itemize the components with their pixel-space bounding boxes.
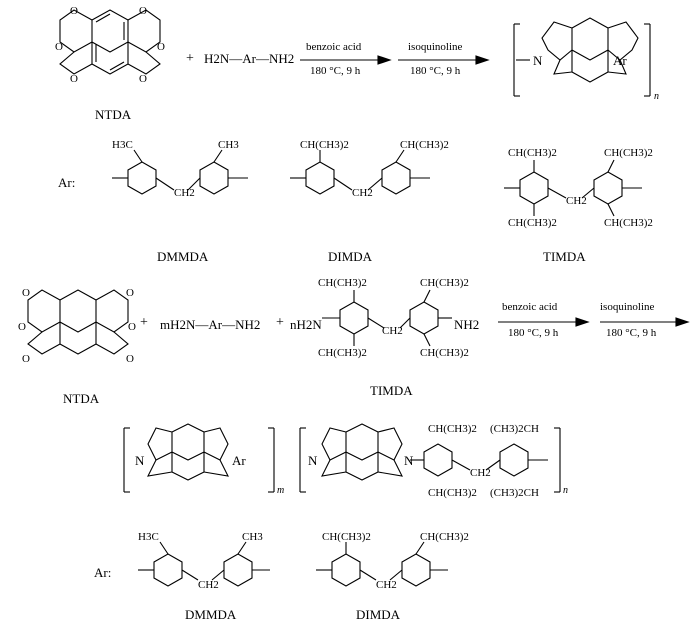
step2-condition: 180 °C, 9 h	[410, 65, 461, 77]
copolymer-n: n	[563, 485, 568, 496]
dimda-structure-1	[290, 149, 430, 195]
step3-reagent: benzoic acid	[502, 301, 558, 313]
copolymer-ar: Ar	[232, 453, 246, 468]
step1-reagent: benzoic acid	[306, 41, 362, 53]
timda-sub-br: CH(CH3)2	[604, 217, 653, 229]
dimda-label-1: DIMDA	[328, 249, 373, 264]
copolyimide-structure	[123, 423, 561, 493]
timda-label-2: TIMDA	[370, 383, 413, 398]
dimda2-sub-left: CH(CH3)2	[322, 531, 371, 543]
polymer-subscript-n: n	[654, 91, 659, 102]
ntda-label-2: NTDA	[63, 391, 100, 406]
m-diamine-formula: mH2N—Ar—NH2	[160, 317, 261, 332]
timda2-sub-bl: CH(CH3)2	[318, 347, 367, 359]
dimda2-bridge: CH2	[376, 579, 397, 591]
dimda-sub-right: CH(CH3)2	[400, 139, 449, 151]
svg-text:O: O	[18, 321, 26, 333]
svg-text:O: O	[126, 287, 134, 299]
copolymer-sub-tr: (CH3)2CH	[490, 423, 539, 435]
timda2-bridge: CH2	[382, 325, 403, 337]
step4-condition: 180 °C, 9 h	[606, 327, 657, 339]
copolymer-n2: N	[308, 453, 318, 468]
timda-structure-2	[322, 289, 452, 347]
step1-condition: 180 °C, 9 h	[310, 65, 361, 77]
timda-sub-tl: CH(CH3)2	[508, 147, 557, 159]
step4-reagent: isoquinoline	[600, 301, 655, 313]
dimda-label-2: DIMDA	[356, 607, 401, 622]
timda2-sub-tl: CH(CH3)2	[318, 277, 367, 289]
ntda-label-1: NTDA	[95, 107, 132, 122]
svg-text:O: O	[128, 321, 136, 333]
ntda-oxygens-1: O O O O O O	[55, 5, 165, 85]
ntda-structure-2	[27, 289, 129, 355]
plus-sign-3: +	[276, 315, 284, 330]
timda-sub-tr: CH(CH3)2	[604, 147, 653, 159]
dimda-sub-left: CH(CH3)2	[300, 139, 349, 151]
timda-nh2: NH2	[454, 317, 480, 332]
svg-text:O: O	[139, 5, 147, 17]
svg-text:O: O	[139, 73, 147, 85]
step2-reagent: isoquinoline	[408, 41, 463, 53]
timda-structure-1	[504, 159, 642, 217]
timda-label-1: TIMDA	[543, 249, 586, 264]
svg-text:O: O	[70, 73, 78, 85]
dimda2-sub-right: CH(CH3)2	[420, 531, 469, 543]
copolymer-sub-tl: CH(CH3)2	[428, 423, 477, 435]
dmmda-label-1: DMMDA	[157, 249, 209, 264]
ntda-structure-1	[59, 9, 161, 75]
timda2-sub-br: CH(CH3)2	[420, 347, 469, 359]
dmmda2-bridge: CH2	[198, 579, 219, 591]
timda-bridge: CH2	[566, 195, 587, 207]
svg-text:O: O	[22, 287, 30, 299]
diamine-formula-1: H2N—Ar—NH2	[204, 51, 295, 66]
step3-condition: 180 °C, 9 h	[508, 327, 559, 339]
svg-text:O: O	[22, 353, 30, 365]
dmmda2-sub-right: CH3	[242, 531, 263, 543]
svg-text:O: O	[55, 41, 63, 53]
dmmda-label-2: DMMDA	[185, 607, 237, 622]
svg-text:O: O	[70, 5, 78, 17]
n-diamine-prefix: nH2N	[290, 317, 322, 332]
timda-sub-bl: CH(CH3)2	[508, 217, 557, 229]
dmmda-bridge: CH2	[174, 187, 195, 199]
dimda-bridge: CH2	[352, 187, 373, 199]
timda2-sub-tr: CH(CH3)2	[420, 277, 469, 289]
ntda-oxygens-2: O O O O O O	[18, 287, 136, 365]
copolymer-n1: N	[135, 453, 145, 468]
copolymer-m: m	[277, 485, 285, 496]
copolymer-n3: N	[404, 453, 414, 468]
polymer-n-left: N	[533, 53, 543, 68]
plus-sign-1: +	[186, 51, 194, 66]
dmmda-structure-2	[138, 541, 270, 587]
copolymer-sub-br: (CH3)2CH	[490, 487, 539, 499]
svg-text:O: O	[157, 41, 165, 53]
dmmda-sub-left: H3C	[112, 139, 133, 151]
ar-label-1: Ar:	[58, 175, 76, 190]
dmmda-sub-right: CH3	[218, 139, 239, 151]
dmmda2-sub-left: H3C	[138, 531, 159, 543]
dmmda-structure-1	[112, 149, 248, 195]
dimda-structure-2	[316, 541, 448, 587]
svg-text:O: O	[126, 353, 134, 365]
polymer-ar: Ar	[613, 53, 627, 68]
ar-label-2: Ar:	[94, 565, 112, 580]
polyimide-structure	[513, 17, 651, 97]
copolymer-sub-bl: CH(CH3)2	[428, 487, 477, 499]
plus-sign-2: +	[140, 315, 148, 330]
copolymer-bridge: CH2	[470, 467, 491, 479]
